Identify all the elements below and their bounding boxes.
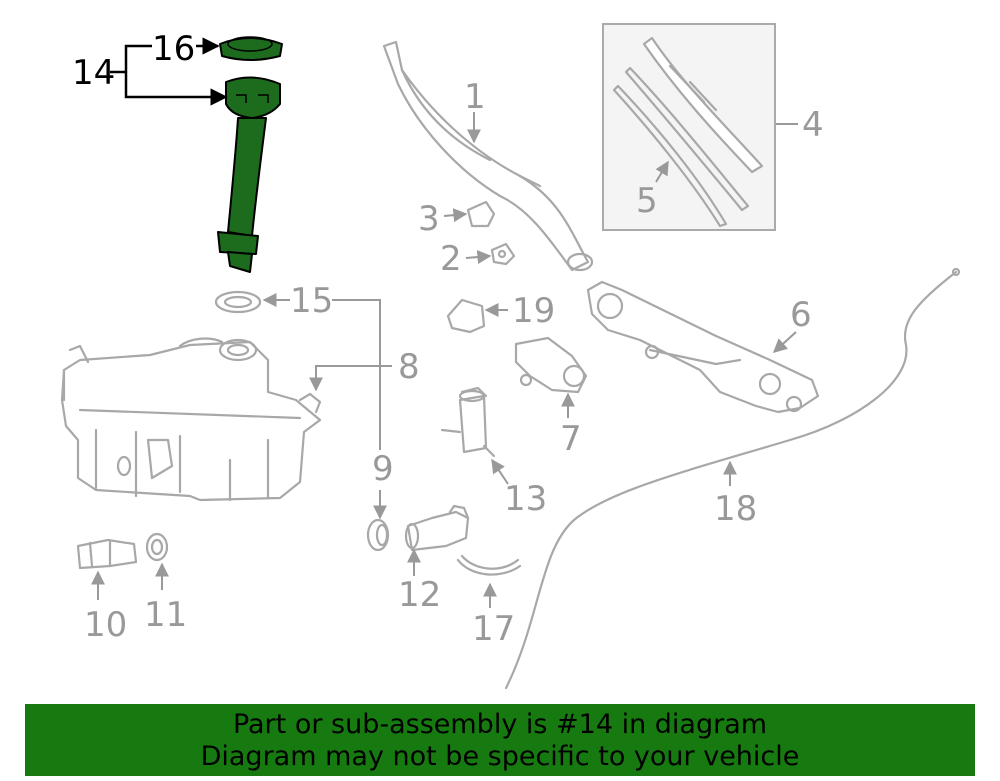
callout-18: 18 xyxy=(714,489,757,529)
callout-16: 16 xyxy=(152,29,195,69)
wiper-motor-part-7[interactable] xyxy=(514,336,588,394)
banner-line-part: Part or sub-assembly is #14 in diagram xyxy=(232,709,768,740)
wiper-arm-part-1[interactable] xyxy=(382,40,594,272)
nut-part-2[interactable] xyxy=(490,242,516,266)
filler-cap-part-16[interactable] xyxy=(219,36,283,61)
wiper-blade-box xyxy=(602,23,776,231)
hose-part-18[interactable] xyxy=(504,267,961,690)
part-notice-banner: Part or sub-assembly is #14 in diagram D… xyxy=(25,704,975,776)
callout-4: 4 xyxy=(802,105,824,145)
callout-1: 1 xyxy=(464,77,486,117)
callout-8: 8 xyxy=(398,347,420,387)
level-sensor-part-10[interactable] xyxy=(76,538,138,570)
callout-17: 17 xyxy=(472,609,515,649)
callout-11: 11 xyxy=(144,595,187,635)
washer-pump-part-13[interactable] xyxy=(440,386,496,458)
washer-pump-part-12[interactable] xyxy=(404,504,470,552)
wiper-linkage-part-6[interactable] xyxy=(586,280,820,414)
hose-part-17[interactable] xyxy=(456,554,522,576)
callout-3: 3 xyxy=(418,199,440,239)
callout-5: 5 xyxy=(636,181,658,221)
gasket-part-15[interactable] xyxy=(214,290,262,314)
wiper-blade-part-4[interactable] xyxy=(642,36,764,174)
filler-neck-part-14[interactable] xyxy=(217,76,281,273)
seal-part-11[interactable] xyxy=(145,532,169,562)
callout-9: 9 xyxy=(372,449,394,489)
callout-10: 10 xyxy=(84,605,127,645)
cap-part-3[interactable] xyxy=(466,200,496,228)
callout-15: 15 xyxy=(290,281,333,321)
callout-7: 7 xyxy=(560,419,582,459)
clip-part-19[interactable] xyxy=(446,298,486,334)
callout-2: 2 xyxy=(440,239,462,279)
leader-lines xyxy=(91,37,798,608)
grommet-part-9[interactable] xyxy=(366,518,390,552)
wiper-insert-part-5[interactable] xyxy=(612,66,750,228)
washer-reservoir-part-8[interactable] xyxy=(60,337,322,502)
callout-19: 19 xyxy=(512,291,555,331)
callout-13: 13 xyxy=(504,479,547,519)
banner-line-disclaimer: Diagram may not be specific to your vehi… xyxy=(200,741,800,772)
callout-12: 12 xyxy=(398,575,441,615)
callout-6: 6 xyxy=(790,295,812,335)
callout-14: 14 xyxy=(72,53,115,93)
parts-diagram: 14 16 15 8 9 10 11 12 13 17 18 7 19 6 3 … xyxy=(60,23,961,690)
